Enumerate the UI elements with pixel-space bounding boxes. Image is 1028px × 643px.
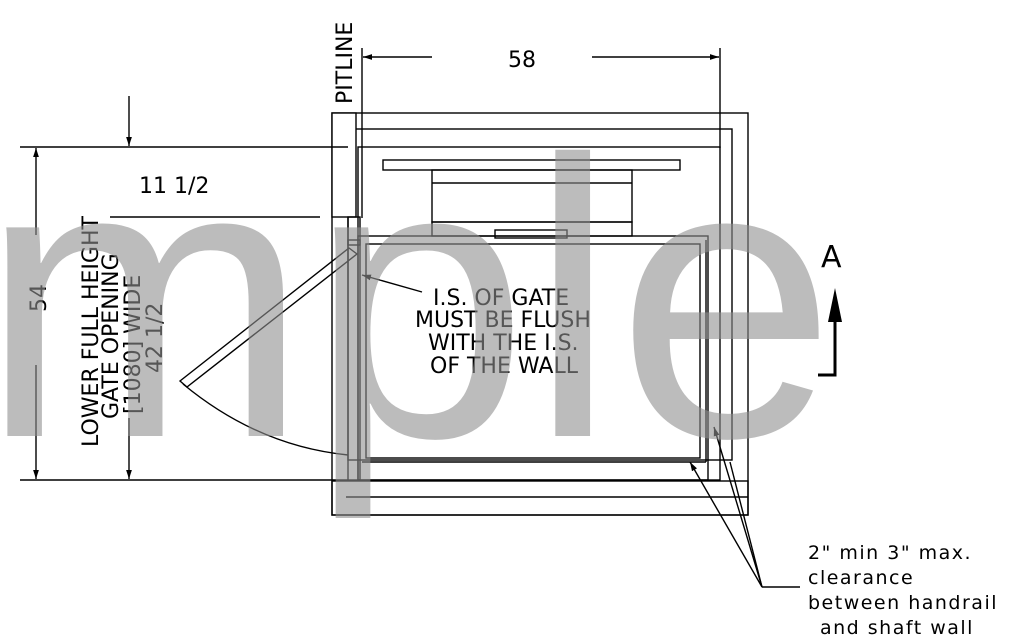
pitline-label: PITLINE bbox=[333, 22, 358, 104]
clearance-note-line-1: 2" min 3" max. bbox=[808, 542, 972, 564]
offset-dimension-label: 11 1/2 bbox=[139, 174, 209, 199]
width-dimension-label: 58 bbox=[508, 48, 536, 73]
height-dimension-label: 54 bbox=[27, 284, 52, 312]
cab-frame bbox=[357, 235, 709, 481]
gate-note-line-3: WITH THE I.S. bbox=[428, 331, 579, 356]
gate-note-line-1: I.S. OF GATE bbox=[433, 286, 569, 311]
gate-note-line-4: OF THE WALL bbox=[430, 354, 579, 379]
clearance-leader-1 bbox=[689, 461, 763, 588]
clearance-note-line-2: clearance bbox=[808, 567, 914, 589]
gate-opening-line-1: LOWER FULL HEIGHT bbox=[79, 215, 104, 447]
gate-opening-line-3: [1080] WIDE bbox=[121, 275, 146, 414]
view-marker-label: A bbox=[821, 240, 842, 275]
view-arrow-head bbox=[828, 288, 842, 322]
sample-watermark: mple bbox=[0, 78, 836, 522]
pit-wall-notch bbox=[331, 112, 357, 218]
clearance-note-line-3: between handrail bbox=[808, 592, 998, 614]
gate-note-leader bbox=[361, 274, 423, 293]
gate-note-line-2: MUST BE FLUSH bbox=[415, 308, 591, 333]
gate-opening-line-4: 42 1/2 bbox=[143, 303, 168, 373]
cab-interior bbox=[365, 243, 701, 459]
drive-tab bbox=[494, 229, 568, 239]
clearance-note-line-4: and shaft wall bbox=[820, 617, 974, 639]
gate-swing-arc bbox=[182, 383, 349, 456]
clearance-leader-2 bbox=[713, 426, 763, 588]
clearance-leader-3 bbox=[729, 461, 763, 588]
bottom-sill bbox=[331, 480, 749, 516]
gate-jamb-top bbox=[347, 216, 361, 246]
gate-jamb bbox=[347, 239, 361, 481]
view-arrow-shaft bbox=[818, 322, 837, 377]
gate-opening-line-2: GATE OPENING bbox=[99, 253, 124, 419]
